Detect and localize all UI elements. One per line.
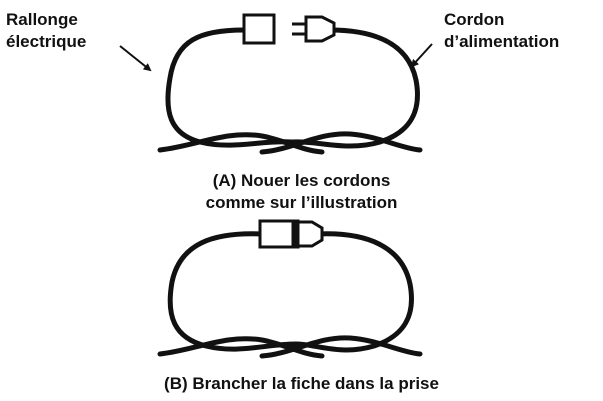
power-cord-a bbox=[289, 27, 420, 149]
step-a-caption: (A) Nouer les cordons comme sur l’illust… bbox=[0, 170, 603, 214]
power-plug-a bbox=[292, 15, 336, 43]
power-cord-pointer bbox=[410, 43, 433, 68]
step-b-caption: (B) Brancher la fiche dans la prise bbox=[0, 373, 603, 395]
extension-cord-label: Rallonge électrique bbox=[6, 9, 86, 53]
cord-tail-right-a bbox=[259, 131, 423, 155]
connected-plug-b bbox=[258, 219, 324, 249]
extension-cord-pointer bbox=[119, 45, 152, 72]
cord-tail-left-a bbox=[157, 132, 325, 155]
step-b-illustration bbox=[157, 231, 423, 359]
cord-tail-left-b bbox=[157, 336, 325, 359]
extension-socket-a bbox=[242, 13, 276, 45]
step-b-caption-line-1: (B) Brancher la fiche dans la prise bbox=[164, 374, 439, 393]
step-a-illustration bbox=[157, 27, 423, 155]
extension-cord-b bbox=[167, 231, 299, 352]
power-cord-label-line-1: Cordon bbox=[444, 10, 505, 29]
extension-cord-label-line-1: Rallonge bbox=[6, 10, 78, 29]
cord-tail-right-b bbox=[259, 335, 423, 359]
power-cord-label: Cordon d’alimentation bbox=[444, 9, 559, 53]
extension-cord-a bbox=[165, 27, 295, 148]
step-a-caption-line-2: comme sur l’illustration bbox=[205, 193, 398, 212]
extension-cord-label-line-2: électrique bbox=[6, 32, 87, 51]
power-cord-label-line-2: d’alimentation bbox=[444, 32, 560, 51]
step-a-caption-line-1: (A) Nouer les cordons bbox=[212, 171, 391, 190]
power-cord-b bbox=[293, 231, 414, 353]
